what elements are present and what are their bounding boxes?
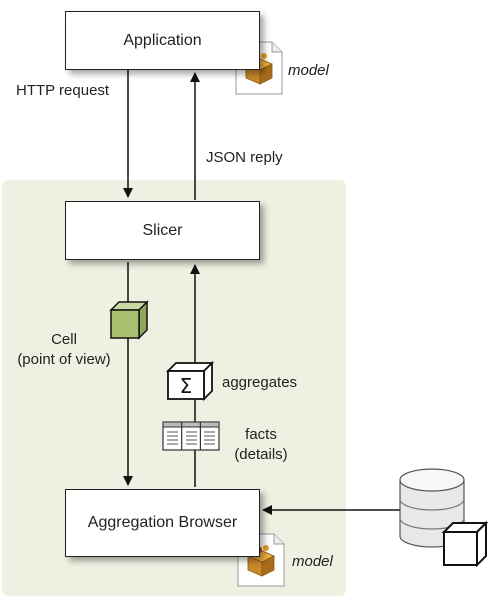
sigma-cube-icon: Σ [165, 360, 215, 402]
slicer-label: Slicer [142, 221, 183, 239]
facts-label: facts (details) [226, 425, 296, 465]
model-label-top: model [288, 62, 329, 79]
aggregation-browser-label: Aggregation Browser [87, 514, 238, 531]
facts-label-line2: (details) [234, 446, 288, 463]
cell-label: Cell (point of view) [12, 330, 116, 370]
aggregation-browser-node: Aggregation Browser [65, 489, 260, 557]
aggregates-label: aggregates [222, 374, 298, 391]
facts-table-icon [162, 421, 220, 451]
json-reply-label: JSON reply [206, 149, 283, 166]
application-node: Application [65, 11, 260, 70]
application-label: Application [123, 31, 202, 49]
sigma-glyph: Σ [180, 374, 193, 398]
cell-label-line2: (point of view) [17, 351, 111, 368]
model-label-bottom: model [292, 553, 333, 570]
http-request-label: HTTP request [16, 82, 110, 99]
cell-cube-icon [109, 300, 149, 340]
db-white-cube-icon [441, 520, 489, 568]
cell-label-line1: Cell [51, 331, 77, 348]
facts-label-line1: facts [245, 426, 277, 443]
slicer-node: Slicer [65, 201, 260, 260]
